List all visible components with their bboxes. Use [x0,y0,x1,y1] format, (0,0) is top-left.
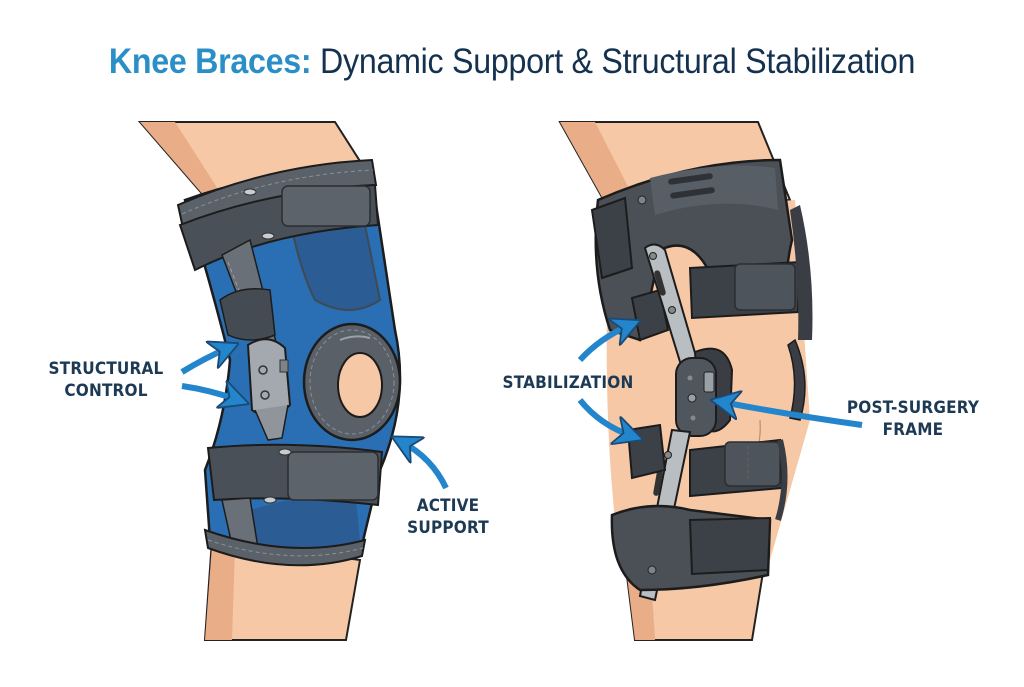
post-surgery-frame-arrow [722,402,863,428]
structural-control-arrows [180,348,238,400]
left-brace-sleeve [176,158,402,567]
polycentric-hinge [246,338,292,441]
label-line: STRUCTURAL [48,359,164,379]
stabilization-arrows [577,325,632,436]
arrow-icon [402,442,449,490]
arrow-icon [722,402,863,428]
arrow-icon [577,398,632,436]
label-structural-control: STRUCTURAL CONTROL [34,358,178,402]
label-active-support: ACTIVE SUPPORT [394,495,502,539]
arrow-icon [181,386,238,400]
label-post-surgery-frame: POST-SURGERY FRAME [828,397,999,441]
label-line: SUPPORT [407,518,489,538]
label-line: POST-SURGERY [846,398,980,418]
label-line: STABILIZATION [502,373,634,393]
rom-hinge [675,347,734,437]
label-line: FRAME [882,420,944,440]
page-title: Knee Braces: Dynamic Support & Structura… [41,40,983,84]
label-line: ACTIVE [416,496,480,516]
arrow-icon [577,325,630,363]
label-stabilization: STABILIZATION [487,372,649,394]
right-brace-frame [590,158,813,602]
left-leg-illustration [137,121,374,641]
title-accent: Knee Braces: [108,42,312,81]
active-support-arrow [402,442,449,490]
arrow-icon [180,348,228,375]
patella-ring [302,322,402,442]
title-rest: Dynamic Support & Structural Stabilizati… [320,42,916,81]
label-line: CONTROL [64,381,148,401]
